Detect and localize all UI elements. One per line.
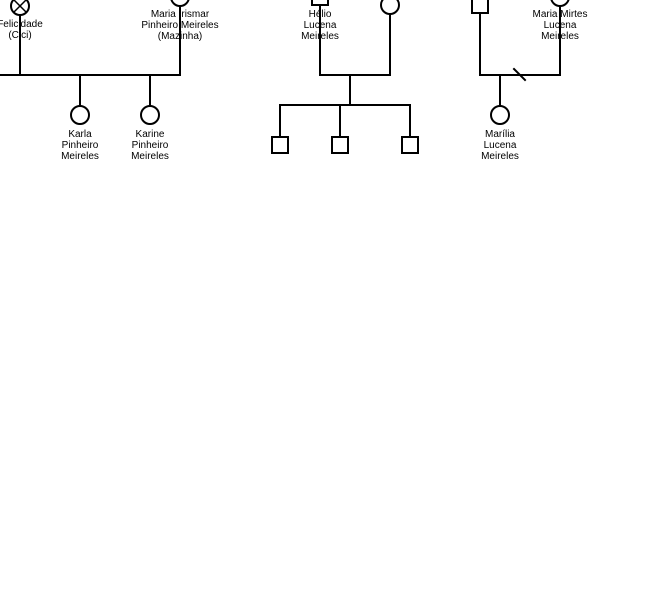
karla-label-line: Pinheiro xyxy=(61,140,99,151)
helio-label-line: Lucena xyxy=(303,20,337,31)
felicidade-label-line: Felicidade xyxy=(0,19,43,30)
maria-mirtes-label-line: Lucena xyxy=(543,20,577,31)
helio-son-1-square-symbol xyxy=(271,136,289,154)
karine-label-line: Pinheiro xyxy=(131,140,169,151)
karine-circle-symbol xyxy=(140,105,160,125)
maria-irismar-label-line: (Mazinha) xyxy=(157,31,203,42)
marilia-label-line: Meireles xyxy=(481,151,519,162)
felicidade-label-line: (Cici) xyxy=(8,30,32,41)
helio-label-line: Hélio xyxy=(308,9,332,20)
maria-mirtes-label-line: Meireles xyxy=(541,31,579,42)
separation-mark xyxy=(512,67,527,82)
karine-label-line: Meireles xyxy=(131,151,169,162)
marilia-label-line: Lucena xyxy=(483,140,517,151)
felicidade-circle-symbol xyxy=(10,0,30,16)
maria-irismar-label-line: Pinheiro Meireles xyxy=(141,20,219,31)
helio-label-line: Meireles xyxy=(301,31,339,42)
karla-label-line: Meireles xyxy=(61,151,99,162)
maria-mirtes-label-line: Maria Mirtes xyxy=(532,9,588,20)
helio-son-3-square-symbol xyxy=(401,136,419,154)
label-felicidade: Felicidade(Cici) xyxy=(0,19,43,41)
karla-label-line: Karla xyxy=(68,129,92,140)
maria-mirtes-circle-symbol xyxy=(550,0,570,7)
karla-circle-symbol xyxy=(70,105,90,125)
helio-spouse-circle-symbol xyxy=(380,0,400,15)
helio-square-symbol xyxy=(311,0,329,6)
helio-son-2-square-symbol xyxy=(331,136,349,154)
marilia-label-line: Marília xyxy=(484,129,516,140)
karine-label-line: Karine xyxy=(135,129,165,140)
maria-irismar-circle-symbol xyxy=(170,0,190,7)
marilia-circle-symbol xyxy=(490,105,510,125)
maria-irismar-label-line: Maria Irismar xyxy=(150,9,210,20)
mirtes-spouse-square-symbol xyxy=(471,0,489,14)
felicidade-deceased-mark xyxy=(13,0,27,13)
